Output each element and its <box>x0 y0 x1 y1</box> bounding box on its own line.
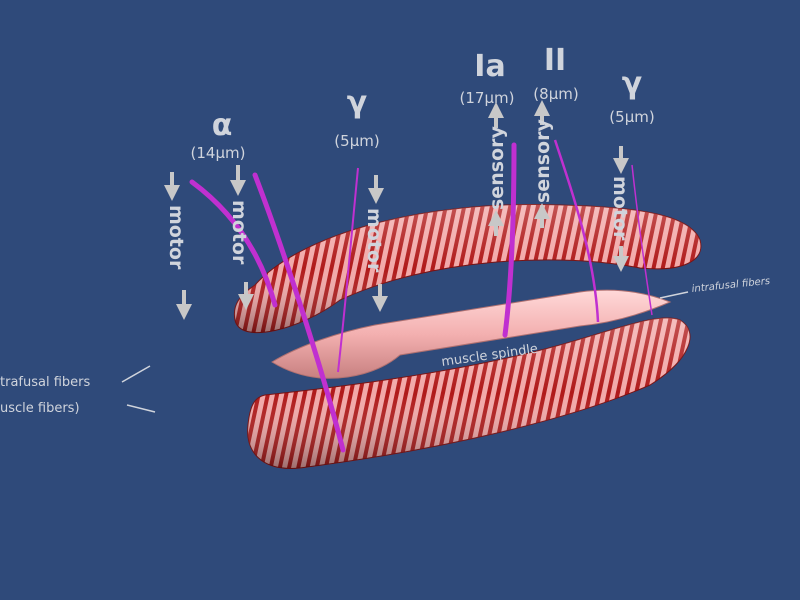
ia-symbol: Ia <box>474 49 505 84</box>
nerve-fibers <box>189 139 653 453</box>
leader-lines <box>121 291 689 413</box>
extrafusal-label-line2: uscle fibers) <box>0 401 80 416</box>
ii-diameter: (8μm) <box>533 85 578 103</box>
alpha-nerve-b <box>252 172 346 453</box>
sensory-arrows <box>488 100 550 236</box>
alpha-nerve-a <box>189 179 278 308</box>
gamma-left-nerve <box>337 167 359 373</box>
lower-extrafusal-fiber <box>247 317 691 469</box>
intrafusal-fibers-label: intrafusal fibers <box>691 276 770 295</box>
sensory-label-2: sensory <box>532 119 554 203</box>
gamma-right-symbol: γ <box>622 66 642 101</box>
gamma-right-diameter: (5μm) <box>609 108 654 126</box>
ii-symbol: II <box>544 43 566 78</box>
motor-label-1: motor <box>165 205 187 270</box>
motor-label-4: motor <box>609 176 631 241</box>
ia-diameter: (17μm) <box>460 89 515 107</box>
motor-arrows <box>164 146 629 320</box>
motor-label-2: motor <box>228 200 250 265</box>
ia-nerve <box>502 142 517 338</box>
alpha-diameter: (14μm) <box>191 144 246 162</box>
ii-nerve <box>553 139 600 323</box>
motor-label-3: motor <box>363 208 385 273</box>
muscle-spindle <box>271 289 672 379</box>
extrafusal-label-line1: trafusal fibers <box>0 375 90 390</box>
alpha-symbol: α <box>212 108 233 143</box>
sensory-label-1: sensory <box>486 126 508 210</box>
gamma-left-diameter: (5μm) <box>334 132 379 150</box>
gamma-left-symbol: γ <box>347 85 367 120</box>
gamma-right-nerve <box>631 164 653 316</box>
